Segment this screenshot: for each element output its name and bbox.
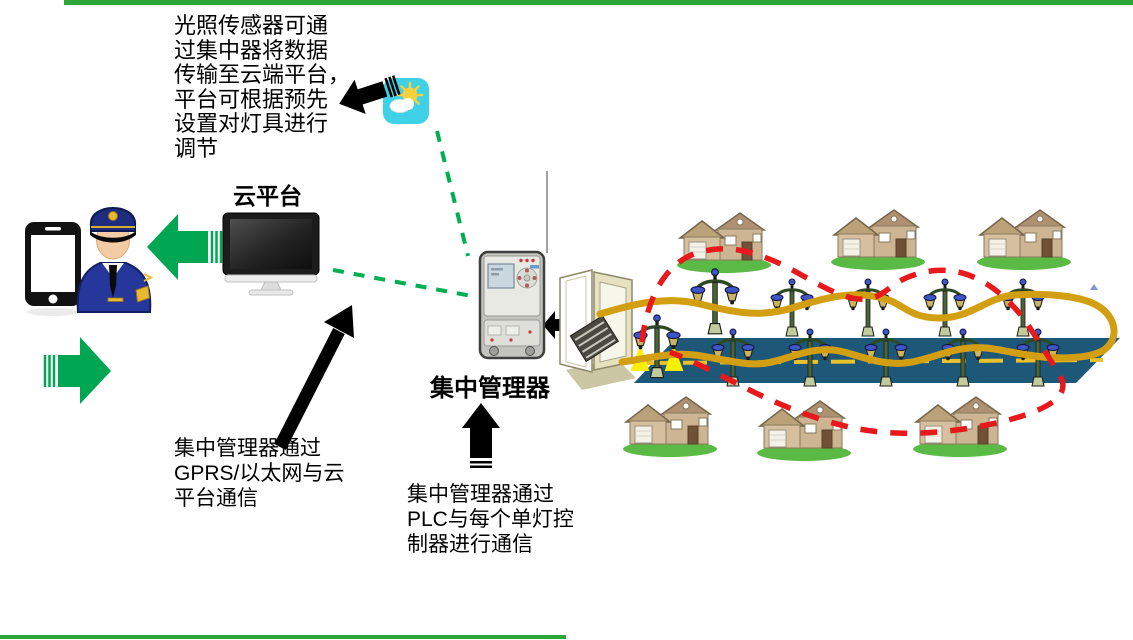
houses-row-back [676,209,1072,274]
slide-top-border [64,0,1133,5]
plc-power-line [596,290,1118,368]
cursor-artifact [1090,284,1098,290]
sensor-note-text: 光照传感器可通 过集中器将数据 传输至云端平台， 平台可根据预先 设置对灯具进行… [174,13,351,161]
cloud-to-concentrator-dashed-link [332,268,478,299]
house-icon [676,212,772,274]
gprs-note-text: 集中管理器通过 GPRS/以太网与云 平台通信 [174,437,345,510]
cloud-to-operator-arrow-icon [147,214,223,280]
police-officer-icon [76,207,154,313]
street-lamp-icon [1000,277,1046,338]
gprs-uplink-arrow-icon [274,305,354,450]
street-lamp-lit-icon [631,315,684,378]
smartphone-icon [25,222,81,316]
electrical-cabinet-icon [559,269,636,390]
house-icon [976,209,1072,271]
concentrator-meter-icon [478,250,546,360]
slide-bottom-border [0,635,566,639]
desktop-monitor-icon [222,212,320,296]
weather-sun-cloud-icon [383,78,429,124]
plc-communication-loop [639,246,1066,436]
cloud-platform-label: 云平台 [233,183,302,209]
sensor-note-arrow-icon [339,75,401,115]
plc-note-arrow-icon [462,403,500,468]
sensor-to-concentrator-dashed-link [435,130,470,257]
street-lamp-icon [845,277,891,338]
street-lamp-icon [922,277,968,338]
plc-note-text: 集中管理器通过 PLC与每个单灯控 制器进行通信 [407,483,574,556]
house-icon [830,209,926,271]
concentrator-label: 集中管理器 [430,375,550,402]
operator-command-arrow-icon [43,337,111,404]
house-icon [756,400,852,462]
houses-row-front [622,396,1008,462]
cabinet-to-concentrator-arrow-icon [543,311,566,339]
house-icon [622,396,718,458]
